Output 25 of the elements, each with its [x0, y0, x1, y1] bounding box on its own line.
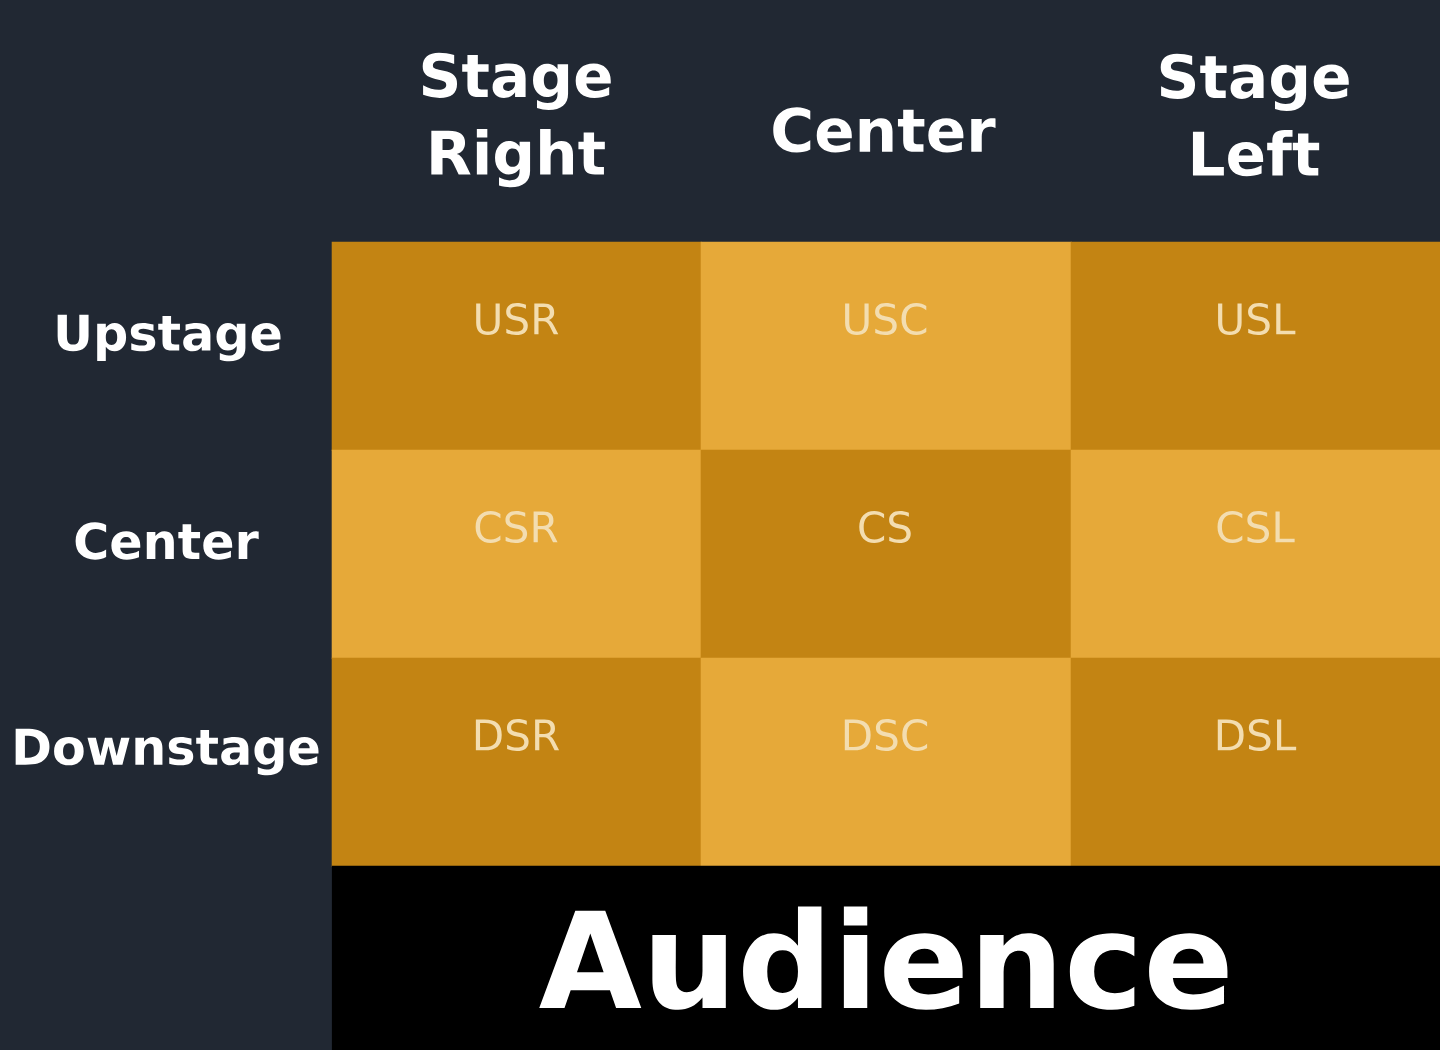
cell-label: DSR — [475, 719, 560, 751]
stage-area-cell — [700, 657, 1072, 867]
stage-area-cell — [331, 449, 702, 659]
stage-area-cell — [700, 241, 1072, 451]
cell-label: USR — [476, 303, 559, 335]
cell-label: DSL — [1217, 719, 1297, 751]
stage-area-cell — [700, 449, 1072, 659]
stage-area-cell — [1070, 657, 1440, 867]
cell-label: USL — [1218, 303, 1296, 335]
stage-area-cell — [1070, 241, 1440, 451]
stage-area-cell — [1070, 449, 1440, 659]
stage-area-cell — [331, 241, 702, 451]
row-header: Upstage — [57, 314, 281, 362]
row-header: Downstage — [15, 728, 319, 776]
column-header: Stage Right — [422, 52, 611, 188]
audience-band: Audience — [331, 865, 1440, 1050]
row-header: Center — [75, 522, 259, 560]
cell-label: CS — [859, 511, 911, 543]
stage-area-cell — [331, 657, 702, 867]
cell-label: CSL — [1217, 511, 1295, 543]
cell-label: CSR — [475, 511, 558, 543]
cell-label: DSC — [844, 719, 928, 751]
column-header: Center — [773, 107, 996, 153]
column-header: Stage Left — [1160, 53, 1349, 177]
cell-label: USC — [845, 303, 927, 335]
